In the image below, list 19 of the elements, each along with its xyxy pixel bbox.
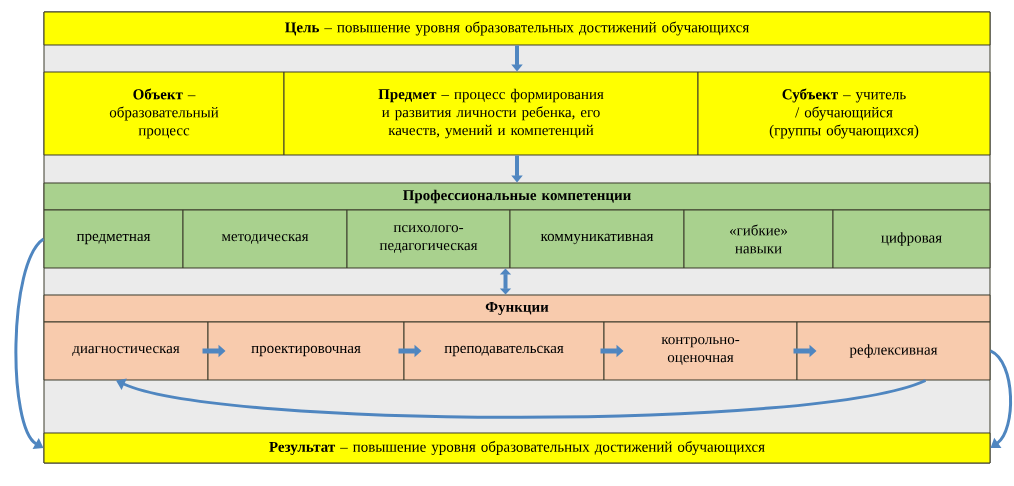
function-cell: рефлексивная [796,321,991,381]
function-cell: преподавательская [403,321,605,381]
double-arrow [499,268,512,295]
competency-cell: предметная [43,209,184,269]
competency-cell: коммуникативная [509,209,685,269]
competency-cell: «гибкие» навыки [683,209,834,269]
competency-cell: психолого-педагогическая [346,209,511,269]
definition-cell: Объект – образовательный процесс [43,71,285,156]
definition-cell: Субъект – учитель / обучающийся (группы обучающихся) [697,71,991,156]
function-cell: проектировочная [207,321,405,381]
curved-arrow [116,378,926,419]
competency-cell: методическая [182,209,348,269]
definition-cell: Предмет – процесс формирования и развития личности ребенка, его качеств, умений и компетенций [283,71,699,156]
curved-arrow [989,349,1012,448]
function-cell: контрольно-оценочная [603,321,798,381]
result-band: Результат – повышение уровня образовательных достижений обучающихся [43,432,991,464]
goal-band: Цель – повышение уровня образовательных достижений обучающихся [43,11,991,46]
competency-cell: цифровая [832,209,991,269]
function-cell: диагностическая [43,321,209,381]
